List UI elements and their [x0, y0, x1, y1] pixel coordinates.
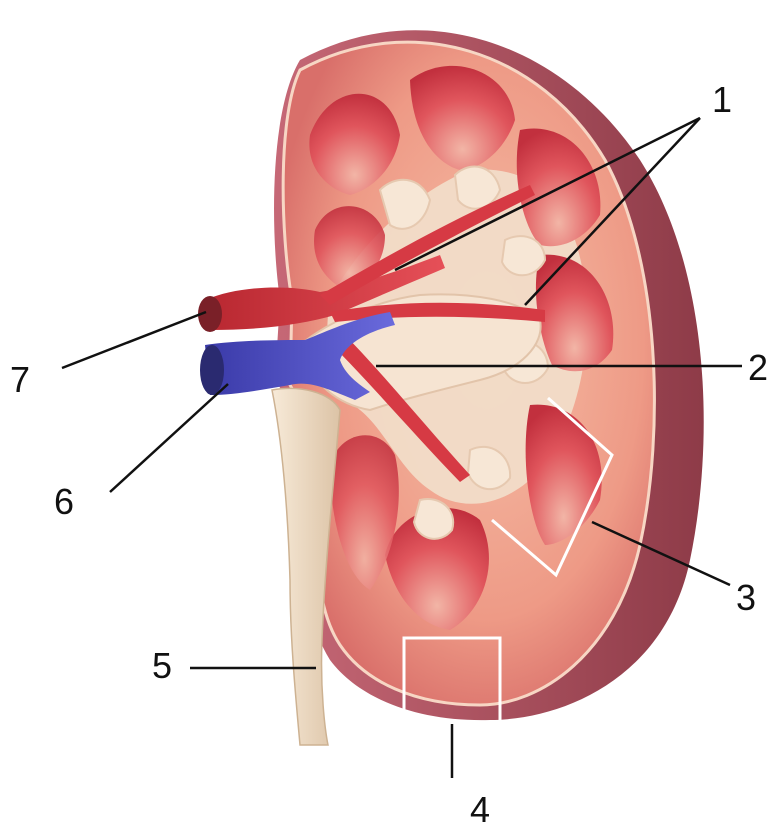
label-6: 6 — [54, 481, 74, 522]
label-3: 3 — [736, 577, 756, 618]
leader-line-6 — [110, 384, 228, 492]
label-4: 4 — [470, 789, 490, 825]
label-7: 7 — [10, 359, 30, 400]
label-5: 5 — [152, 645, 172, 686]
label-1: 1 — [712, 79, 732, 120]
leader-line-7 — [62, 312, 206, 368]
label-2: 2 — [748, 347, 768, 388]
